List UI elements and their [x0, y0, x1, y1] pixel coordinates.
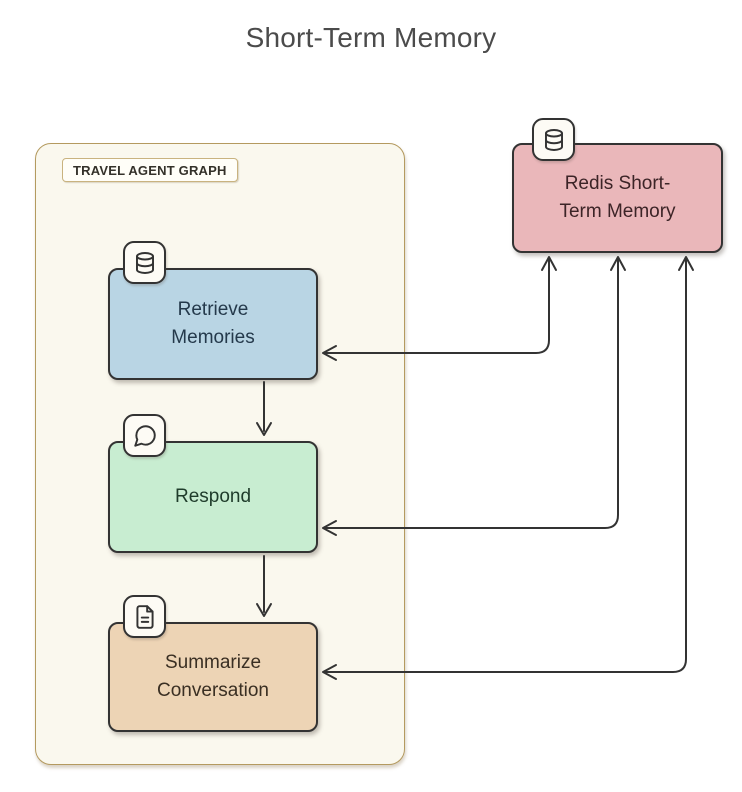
node-label: Summarize Conversation: [157, 652, 269, 701]
icon-badge: [123, 595, 166, 638]
icon-badge: [123, 241, 166, 284]
document-icon: [132, 604, 158, 630]
icon-badge: [532, 118, 575, 161]
container-label: TRAVEL AGENT GRAPH: [62, 158, 238, 182]
page-title: Short-Term Memory: [245, 22, 497, 53]
database-icon: [541, 127, 567, 153]
chat-bubble-icon: [132, 423, 158, 449]
node-respond: Respond: [108, 414, 318, 553]
node-redis-short-term-memory: Redis Short- Term Memory: [512, 118, 723, 253]
node-summarize-conversation: Summarize Conversation: [108, 595, 318, 732]
node-retrieve-memories: Retrieve Memories: [108, 241, 318, 380]
node-label: Redis Short- Term Memory: [559, 173, 676, 222]
database-icon: [132, 250, 158, 276]
node-label: Retrieve Memories: [171, 299, 255, 348]
icon-badge: [123, 414, 166, 457]
node-label: Respond: [174, 486, 252, 508]
